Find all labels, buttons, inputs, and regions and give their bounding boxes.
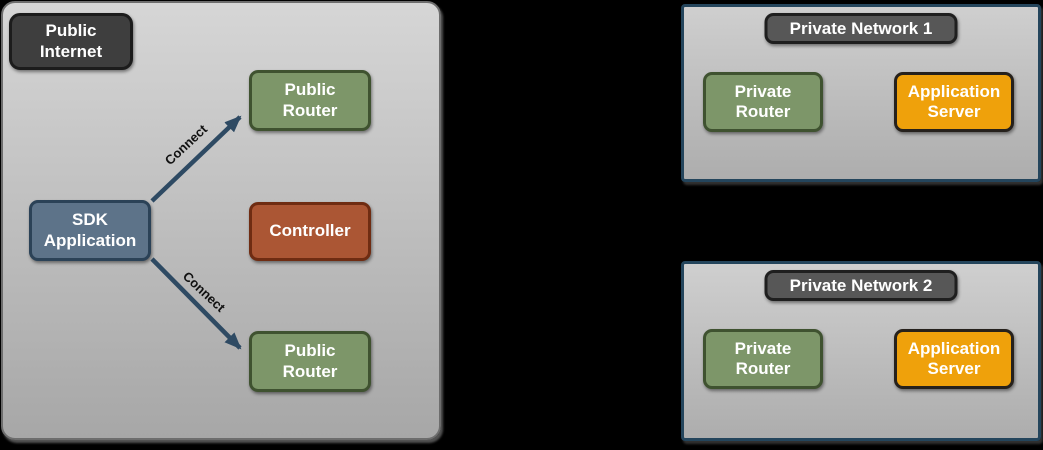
connect-label-bottom: Connect [180,268,229,315]
arrow-sdk-to-top-router [150,115,242,203]
private-network-2-panel: Private Network 2 Private Router Applica… [681,261,1041,441]
public-internet-zone: Connect Connect Public Internet Public R… [1,1,441,440]
node-private-router-1: Private Router [703,72,823,132]
node-private-router-2: Private Router [703,329,823,389]
private-network-1-panel: Private Network 1 Private Router Applica… [681,4,1041,182]
node-public-router-top: Public Router [249,70,371,131]
node-controller: Controller [249,202,371,261]
node-public-internet: Public Internet [9,13,133,70]
private-network-1-title: Private Network 1 [764,13,958,44]
node-application-server-2: Application Server [894,329,1014,389]
node-public-router-bottom: Public Router [249,331,371,392]
node-application-server-1: Application Server [894,72,1014,132]
connect-label-top: Connect [162,121,211,168]
arrow-sdk-to-bottom-router [150,257,242,350]
node-sdk-application: SDK Application [29,200,151,261]
private-network-2-title: Private Network 2 [764,270,958,301]
